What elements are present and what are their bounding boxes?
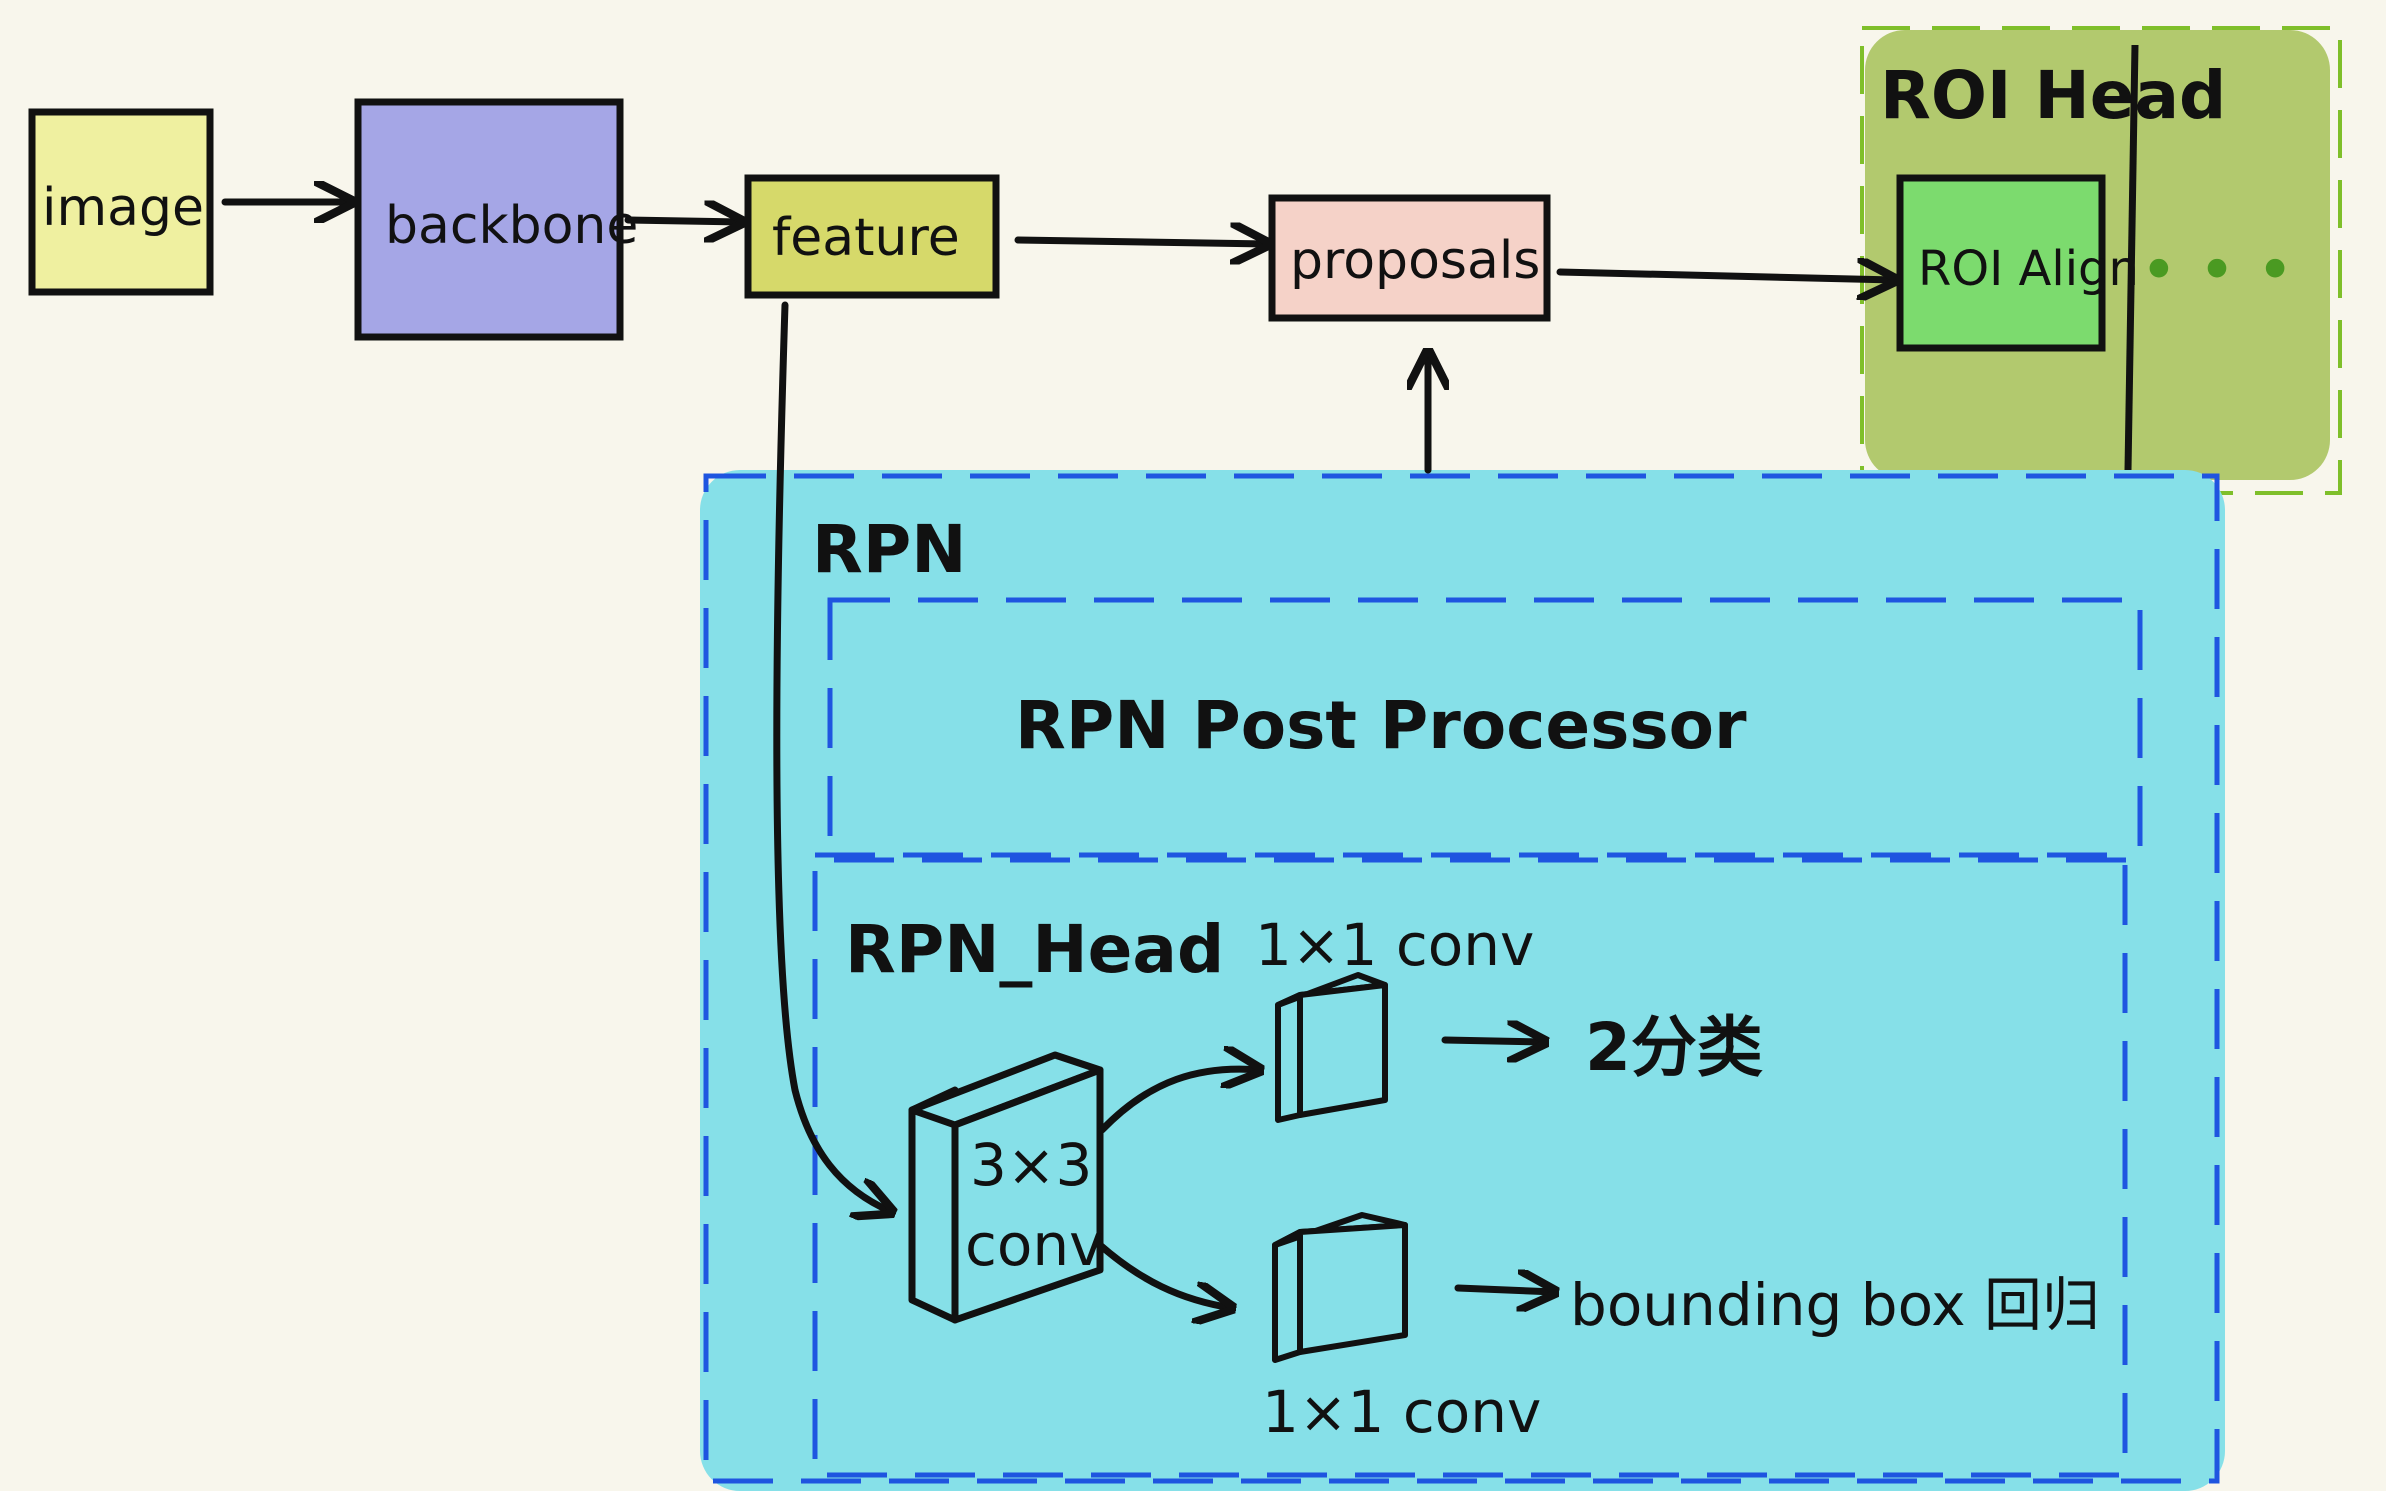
output-bbox-regression: bounding box 回归 — [1570, 1271, 2100, 1339]
roi-head-more: • • • — [2140, 234, 2294, 308]
feature-label: feature — [772, 208, 960, 268]
conv3x3-label-line2: conv — [965, 1211, 1103, 1279]
conv1x1-reg-block[interactable] — [1272, 1212, 1408, 1363]
rpn-head-box — [812, 852, 2128, 1478]
output-classification: 2分类 — [1585, 1009, 1763, 1086]
conv1x1-reg-front — [1272, 1229, 1303, 1363]
arrow-feature-rpnhead — [773, 301, 892, 1212]
conv1x1-cls-face — [1297, 982, 1388, 1118]
roi-head-region: ROI Head ROI Align • • • — [1860, 26, 2342, 495]
rpn-title: RPN — [812, 511, 966, 588]
rpn-dashed-border — [703, 473, 2220, 1484]
feature-box — [744, 174, 1000, 299]
proposals-node[interactable]: proposals — [1268, 194, 1551, 322]
arrow-backbone-feature — [624, 220, 742, 222]
image-node[interactable]: image — [28, 108, 214, 296]
connectors — [221, 202, 1895, 1308]
rpn-region: RPN RPN Post Processor RPN_Head 3×3 conv… — [700, 470, 2225, 1491]
arrow-conv3-cls — [1098, 1069, 1260, 1134]
rpn-post-processor-box — [827, 597, 2143, 863]
conv1x1-cls-label: 1×1 conv — [1255, 911, 1534, 979]
arrow-conv3-reg — [1096, 1241, 1232, 1308]
proposals-label: proposals — [1290, 231, 1540, 291]
arrow-proposals-roialign — [1556, 272, 1895, 280]
arrow-cls-output — [1441, 1040, 1545, 1042]
proposals-box — [1268, 194, 1551, 322]
conv1x1-reg-face — [1297, 1222, 1408, 1355]
feature-node[interactable]: feature — [744, 174, 1000, 299]
image-box — [28, 108, 214, 296]
conv3x3-block[interactable]: 3×3 conv — [908, 1051, 1104, 1324]
image-label: image — [42, 178, 204, 238]
roi-head-divider — [2124, 44, 2139, 471]
conv1x1-cls-front — [1275, 992, 1303, 1123]
arrow-feature-proposals — [1014, 240, 1268, 244]
backbone-box — [354, 98, 624, 341]
backbone-node[interactable]: backbone — [354, 98, 638, 341]
conv1x1-reg-label: 1×1 conv — [1262, 1378, 1541, 1446]
conv3x3-front — [951, 1066, 1104, 1324]
rpn-head-title: RPN_Head — [845, 911, 1224, 988]
arrow-reg-output — [1454, 1288, 1555, 1292]
roi-align-node[interactable] — [1896, 174, 2106, 352]
conv3x3-label-line1: 3×3 — [970, 1131, 1092, 1199]
roi-head-title: ROI Head — [1880, 57, 2226, 134]
backbone-label: backbone — [385, 196, 638, 256]
roi-align-label: ROI Align — [1918, 241, 2139, 297]
rpn-post-processor-label: RPN Post Processor — [1015, 687, 1747, 764]
conv1x1-cls-block[interactable] — [1275, 972, 1388, 1123]
